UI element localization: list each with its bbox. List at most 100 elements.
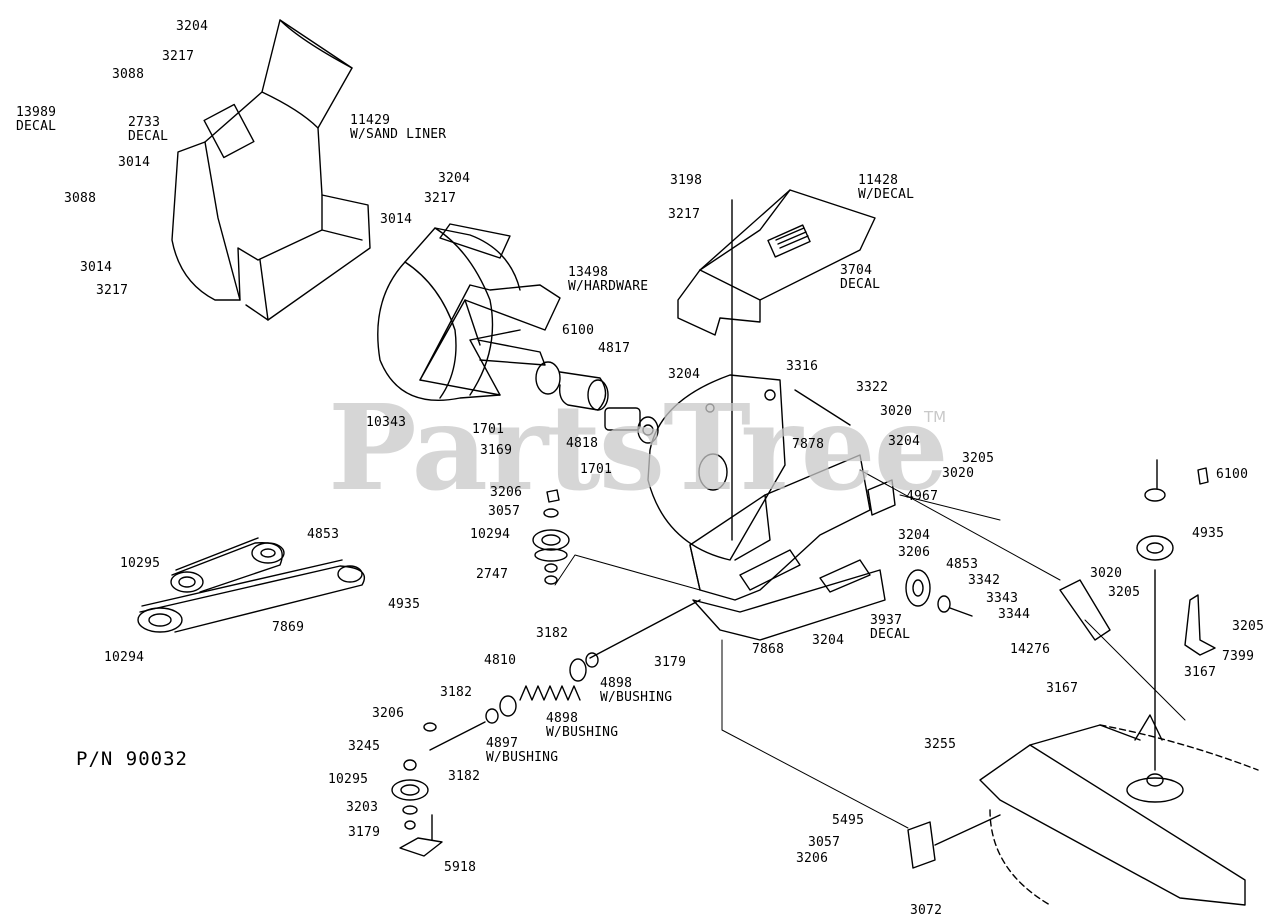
callout-label: 3204	[176, 19, 209, 34]
callout-label: 6100	[1216, 467, 1249, 482]
callout-label: 3344	[998, 607, 1031, 622]
watermark-trademark: TM	[924, 408, 947, 426]
callout-label: 3206	[372, 706, 405, 721]
callout-label: 3206	[796, 851, 829, 866]
callout-label: 3088	[64, 191, 97, 206]
belt-cover	[678, 190, 875, 540]
callout-label: 14276	[1010, 642, 1051, 657]
callout-label: 7869	[272, 620, 305, 635]
callout-label: 10295	[328, 772, 369, 787]
shaft-3322	[795, 390, 850, 425]
callout-label: 1701	[472, 422, 505, 437]
callout-label: 3020	[942, 466, 975, 481]
callout-label: 6100	[562, 323, 595, 338]
lower-pulley-stack	[392, 723, 442, 856]
callout-label: 4853	[946, 557, 979, 572]
idler-pulley	[906, 570, 972, 616]
callout-label: 3937 DECAL	[870, 613, 911, 642]
callout-label: 3057	[808, 835, 841, 850]
callout-label: 3167	[1046, 681, 1079, 696]
part-number: P/N 90032	[76, 748, 188, 770]
callout-label: 3204	[898, 528, 931, 543]
callout-label: 4897 W/BUSHING	[486, 736, 559, 765]
callout-label: 3057	[488, 504, 521, 519]
callout-label: 7868	[752, 642, 785, 657]
callout-label: 3316	[786, 359, 819, 374]
callout-label: 3014	[80, 260, 113, 275]
watermark: PartsTree	[328, 378, 949, 517]
callout-label: 3014	[380, 212, 413, 227]
callout-label: 3342	[968, 573, 1001, 588]
callout-label: 3014	[118, 155, 151, 170]
callout-label: 3182	[536, 626, 569, 641]
discharge-chute	[172, 20, 370, 320]
callout-label: 11429 W/SAND LINER	[350, 113, 447, 142]
callout-label: 5918	[444, 860, 477, 875]
callout-label: 3204	[668, 367, 701, 382]
callout-label: 4853	[307, 527, 340, 542]
impeller-housing	[378, 224, 520, 400]
callout-label: 4810	[484, 653, 517, 668]
callout-label: 3169	[480, 443, 513, 458]
callout-label: 3217	[96, 283, 129, 298]
belt-assembly	[138, 538, 364, 632]
callout-label: 4898 W/BUSHING	[546, 711, 619, 740]
callout-label: 3206	[898, 545, 931, 560]
callout-label: 11428 W/DECAL	[858, 173, 915, 202]
callout-label: 3205	[962, 451, 995, 466]
callout-label: 3704 DECAL	[840, 263, 881, 292]
callout-label: 4817	[598, 341, 631, 356]
bearing-housing	[536, 362, 658, 443]
callout-label: 3088	[112, 67, 145, 82]
callout-label: 10295	[120, 556, 161, 571]
impeller	[420, 285, 560, 395]
callout-label: 2733 DECAL	[128, 115, 169, 144]
callout-label: 13989 DECAL	[16, 105, 57, 134]
mount-bracket	[690, 455, 895, 640]
callout-label: 4967	[906, 489, 939, 504]
callout-label: 3205	[1108, 585, 1141, 600]
callout-label: 3204	[812, 633, 845, 648]
tension-spring	[430, 600, 700, 750]
callout-label: 3245	[348, 739, 381, 754]
callout-label: 3020	[880, 404, 913, 419]
callout-label: 3343	[986, 591, 1019, 606]
callout-label: 7399	[1222, 649, 1255, 664]
callout-label: 3217	[424, 191, 457, 206]
callout-label: 3204	[888, 434, 921, 449]
callout-label: 3198	[670, 173, 703, 188]
callout-label: 3167	[1184, 665, 1217, 680]
callout-label: 4898 W/BUSHING	[600, 676, 673, 705]
callout-label: 13498 W/HARDWARE	[568, 265, 649, 294]
callout-label: 5495	[832, 813, 865, 828]
callout-label: 1701	[580, 462, 613, 477]
brackets-right	[1060, 580, 1215, 655]
callout-label: 3205	[1232, 619, 1265, 634]
callout-label: 4818	[566, 436, 599, 451]
callout-label: 3203	[346, 800, 379, 815]
callout-label: 3179	[348, 825, 381, 840]
callout-label: 2747	[476, 567, 509, 582]
callout-label: 10294	[470, 527, 511, 542]
callout-label: 3020	[1090, 566, 1123, 581]
callout-label: 10343	[366, 415, 407, 430]
frame-plate	[648, 375, 785, 560]
callout-label: 3072	[910, 903, 943, 918]
callout-label: 3217	[668, 207, 701, 222]
callout-label: 3206	[490, 485, 523, 500]
callout-label: 4935	[1192, 526, 1225, 541]
callout-label: 7878	[792, 437, 825, 452]
right-pulley	[1137, 460, 1208, 770]
callout-label: 3179	[654, 655, 687, 670]
leader-lines	[555, 470, 1185, 828]
callout-label: 3322	[856, 380, 889, 395]
center-pulley	[533, 490, 569, 584]
callout-label: 3217	[162, 49, 195, 64]
deck-hitch	[908, 715, 1258, 905]
callout-label: 3255	[924, 737, 957, 752]
callout-label: 3204	[438, 171, 471, 186]
callout-label: 4935	[388, 597, 421, 612]
callout-label: 3182	[448, 769, 481, 784]
callout-label: 10294	[104, 650, 145, 665]
